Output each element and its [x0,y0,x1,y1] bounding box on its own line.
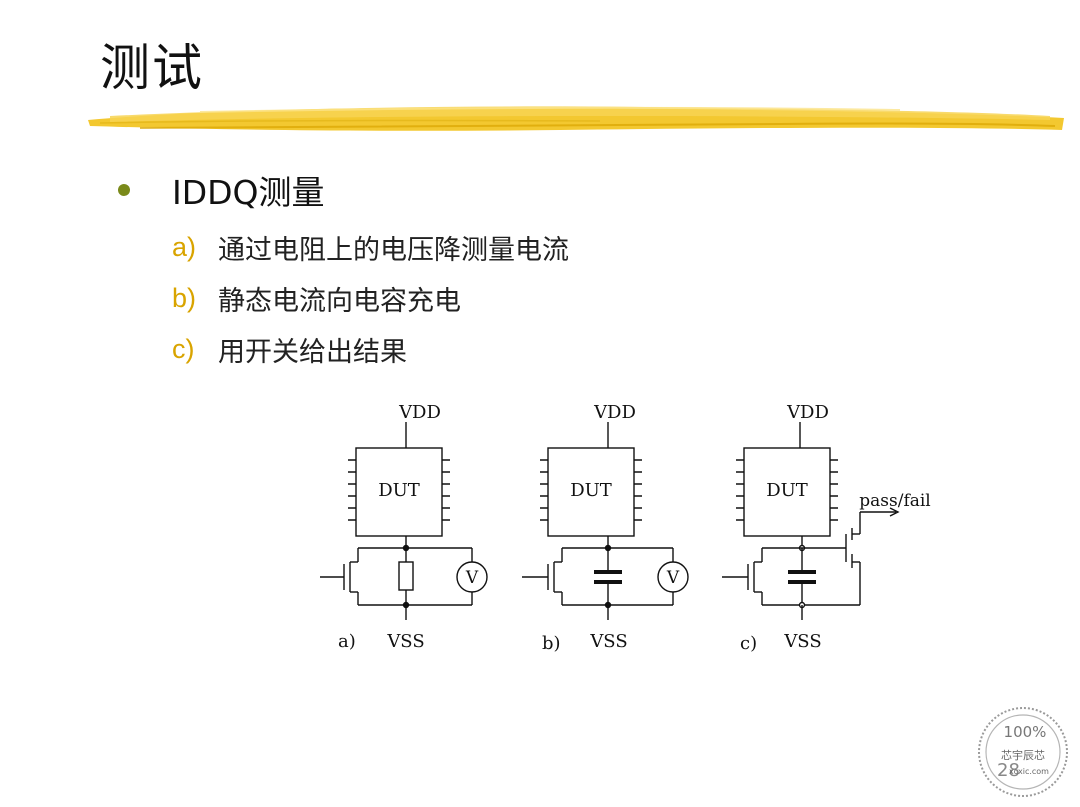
circuit-label: a) [338,631,356,652]
pass-fail-label: pass/fail [859,491,931,511]
list-marker: b) [172,283,197,313]
list-marker: a) [172,232,197,262]
dut-box [547,447,635,537]
bullet-text: IDDQ测量 [172,173,325,212]
seal-percent: 100% [1004,723,1047,741]
circuit-b: VDD DUT V VSS b) [522,402,689,654]
dut-box [355,447,443,537]
dut-box [743,447,831,537]
list-item: c) 用开关给出结果 [172,324,569,375]
vss-label: VSS [589,631,627,652]
bullet-dot-icon [118,184,130,196]
iddq-circuit-diagram: VDD DUT V VSS a) VDD DUT [320,402,931,654]
page-title: 测试 [100,39,204,97]
resistor-icon [398,561,414,591]
circuit-a: VDD DUT V VSS a) [320,402,488,652]
circuit-label: c) [740,633,757,654]
sub-list: a) 通过电阻上的电压降测量电流 b) 静态电流向电容充电 c) 用开关给出结果 [172,222,569,375]
list-text: 静态电流向电容充电 [218,286,461,317]
seal-site: xcxic.com [1009,767,1049,776]
dut-label: DUT [378,480,420,501]
vdd-label: VDD [593,402,636,423]
dut-label: DUT [766,480,808,501]
watermark-seal: 100% 芯宇辰芯 28 xcxic.com [978,707,1068,797]
vss-label: VSS [386,631,424,652]
bullet-main: IDDQ测量 [118,166,325,214]
list-marker: c) [172,334,195,364]
list-item: a) 通过电阻上的电压降测量电流 [172,222,569,273]
list-item: b) 静态电流向电容充电 [172,273,569,324]
vdd-label: VDD [398,402,441,423]
brush-stroke-divider [88,106,1064,131]
vss-label: VSS [783,631,821,652]
meter-label: V [666,568,680,588]
vdd-label: VDD [786,402,829,423]
list-text: 用开关给出结果 [218,337,407,368]
meter-label: V [465,568,479,588]
circuit-c: VDD DUT pass/fail VSS c) [722,402,931,654]
seal-name: 芯宇辰芯 [1001,748,1045,762]
list-text: 通过电阻上的电压降测量电流 [218,235,569,266]
dut-label: DUT [570,480,612,501]
circuit-label: b) [542,633,561,654]
page-number: 28 [997,760,1020,781]
